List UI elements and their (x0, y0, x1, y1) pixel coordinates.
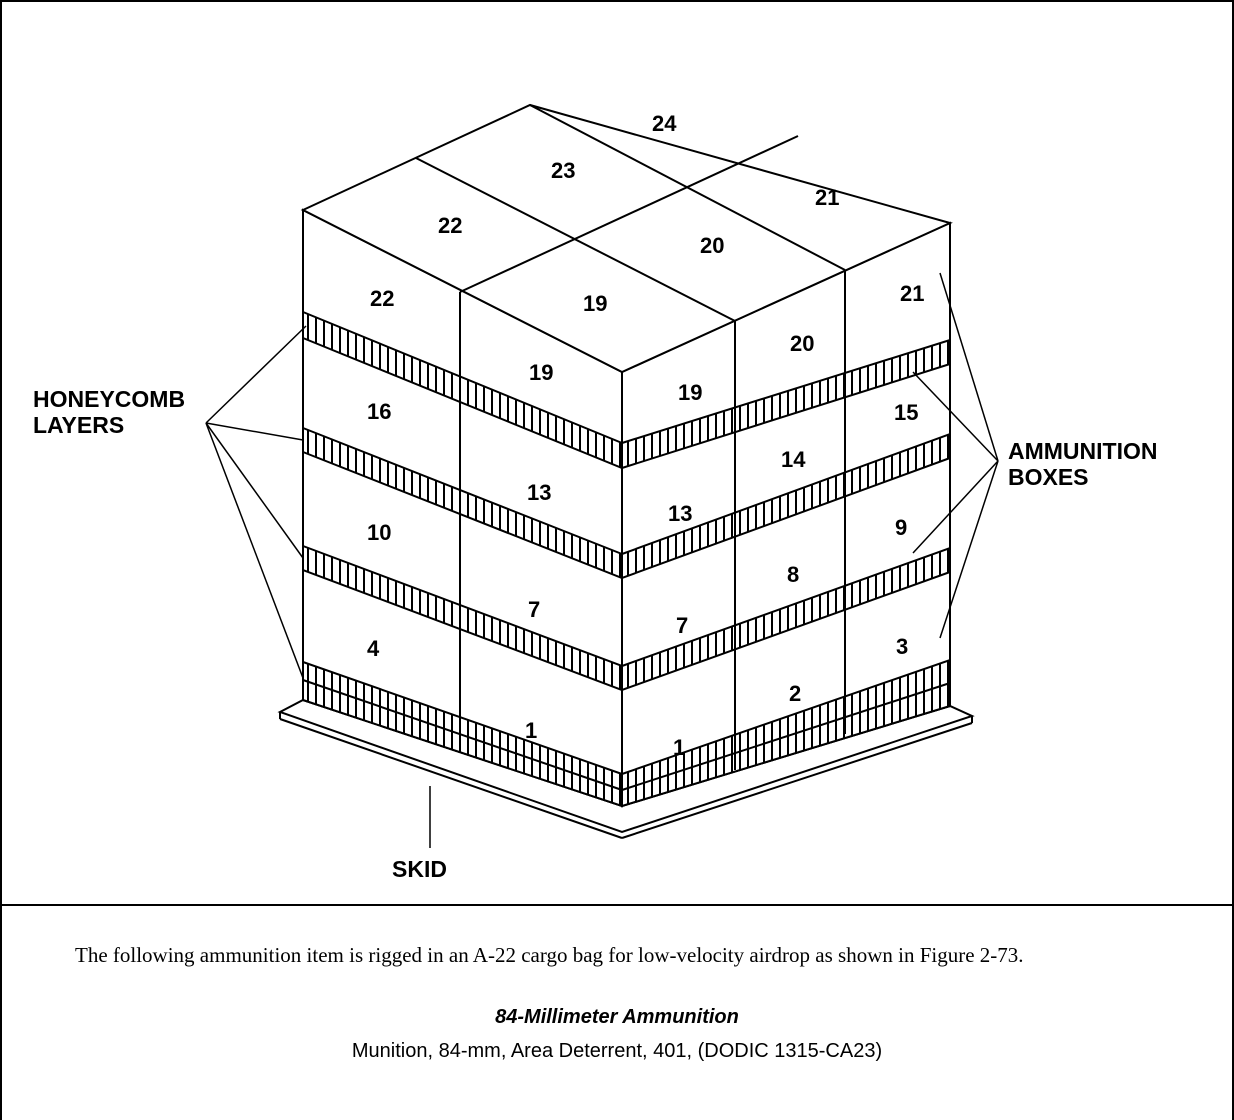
box-number: 16 (367, 399, 391, 424)
box-number: 7 (528, 597, 540, 622)
box-number: 22 (370, 286, 394, 311)
honeycomb-leader-lines (205, 325, 307, 679)
honeycomb-layer (621, 338, 951, 470)
pallet-illustration: 24 23 21 22 20 22 19 21 20 19 19 16 15 1… (205, 103, 999, 848)
box-number: 15 (894, 400, 918, 425)
box-number: 7 (676, 613, 688, 638)
box-number: 23 (551, 158, 575, 183)
box-number: 21 (900, 281, 924, 306)
box-number: 1 (525, 718, 537, 743)
honeycomb-label-line1: HONEYCOMB (33, 386, 186, 412)
top-face (300, 103, 953, 374)
honeycomb-layers-label: HONEYCOMB LAYERS (33, 386, 185, 438)
box-number: 19 (583, 291, 607, 316)
item-description: Munition, 84-mm, Area Deterrent, 401, (D… (351, 1040, 883, 1062)
ammunition-leader-lines (912, 272, 999, 639)
ammunition-label-line1: AMMUNITION (1008, 438, 1158, 464)
box-number: 24 (652, 111, 677, 136)
box-number: 1 (673, 735, 685, 760)
box-number: 19 (529, 360, 553, 385)
box-number: 20 (700, 233, 724, 258)
honeycomb-layer (621, 432, 951, 580)
ammunition-label-line2: BOXES (1008, 464, 1089, 490)
rigging-paragraph: The following ammunition item is rigged … (75, 943, 1024, 967)
box-number: 20 (790, 331, 814, 356)
box-number: 21 (815, 185, 839, 210)
box-number: 2 (789, 681, 801, 706)
box-number: 22 (438, 213, 462, 238)
box-number: 8 (787, 562, 799, 587)
honeycomb-label-line2: LAYERS (33, 412, 125, 438)
section-divider (0, 904, 1234, 906)
box-number: 3 (896, 634, 908, 659)
box-number: 9 (895, 515, 907, 540)
box-number: 14 (781, 447, 806, 472)
box-number: 19 (678, 380, 702, 405)
ammunition-boxes-label: AMMUNITION BOXES (1008, 438, 1157, 490)
honeycomb-layer (621, 546, 951, 692)
box-number: 4 (367, 636, 380, 661)
item-title: 84-Millimeter Ammunition (495, 1006, 739, 1028)
honeycomb-layer (621, 658, 951, 808)
box-number: 13 (668, 501, 692, 526)
box-number: 13 (527, 480, 551, 505)
skid-label: SKID (392, 856, 447, 882)
box-number: 10 (367, 520, 391, 545)
